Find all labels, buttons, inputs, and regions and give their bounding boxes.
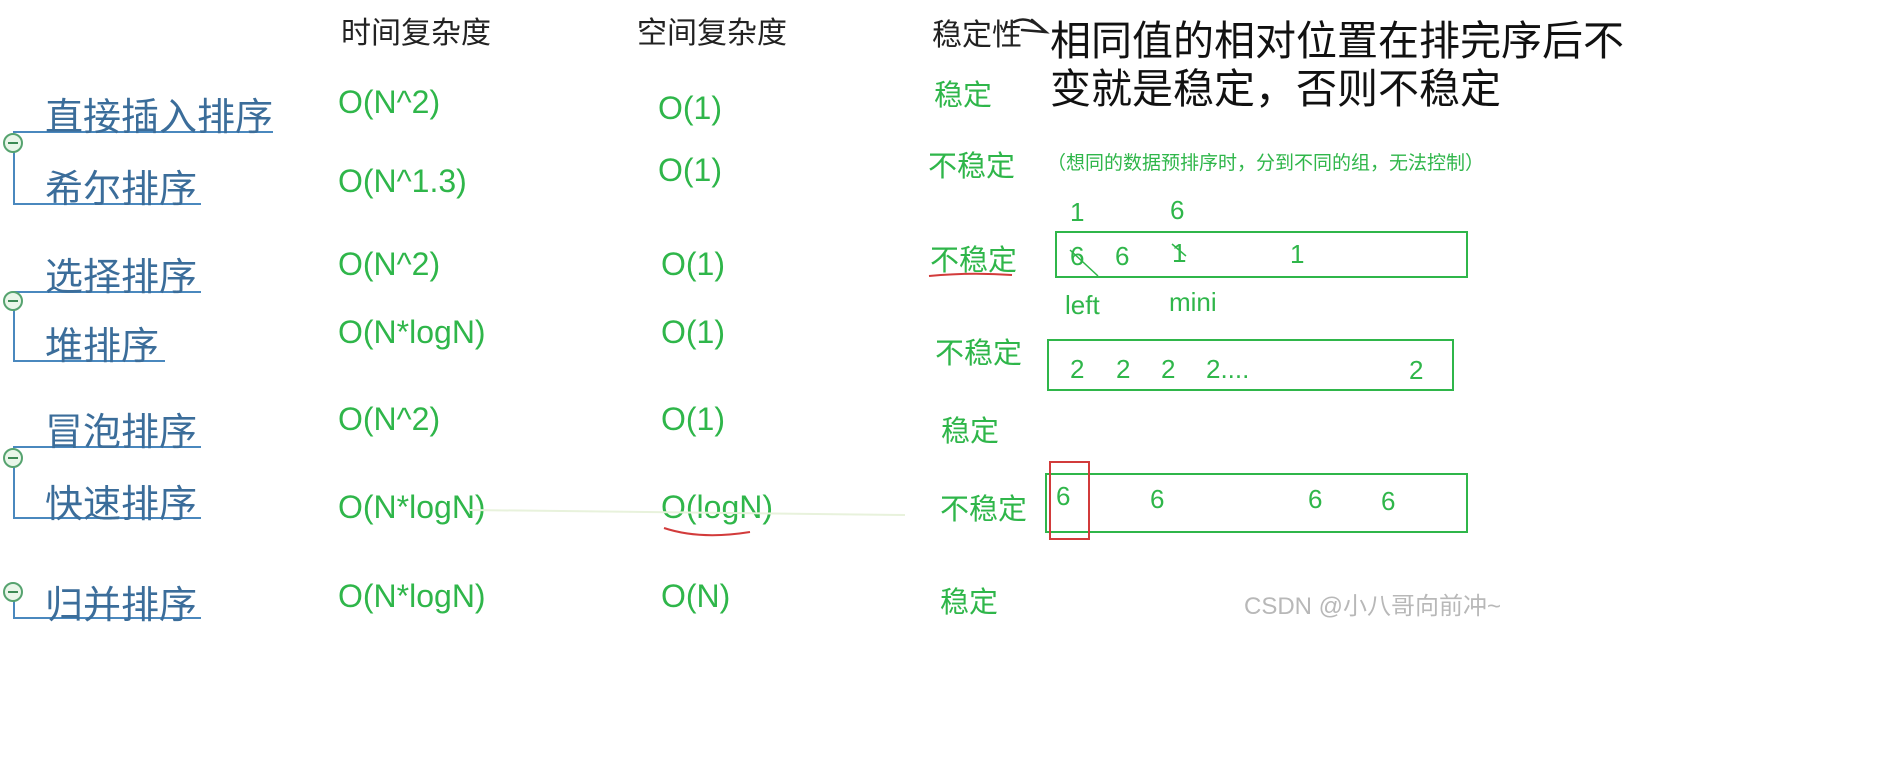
space-selection: O(1) — [661, 246, 725, 282]
time-quick: O(N*logN) — [338, 489, 486, 525]
algo-selection-sort: 选择排序 — [45, 255, 198, 299]
stability-definition-line1: 相同值的相对位置在排完序后不 — [1050, 17, 1624, 65]
header-stability: 稳定性 — [932, 18, 1022, 53]
stability-insertion: 稳定 — [934, 80, 993, 112]
red-underline — [928, 272, 1013, 277]
collapse-node-icon[interactable] — [3, 448, 23, 468]
algo-insertion-sort: 直接插入排序 — [45, 95, 274, 139]
collapse-node-icon[interactable] — [3, 582, 23, 602]
stability-bubble: 稳定 — [941, 416, 1000, 448]
selection-above-value: 1 — [1070, 197, 1085, 227]
swap-tick — [1069, 249, 1099, 277]
connector-line — [13, 131, 273, 133]
selection-above-value: 6 — [1170, 195, 1185, 225]
selection-cell: 1 — [1290, 239, 1305, 269]
time-heap: O(N*logN) — [338, 314, 486, 350]
time-merge: O(N*logN) — [338, 578, 486, 614]
handwritten-arrow-icon — [1012, 18, 1050, 34]
csdn-watermark: CSDN @小八哥向前冲~ — [1244, 593, 1502, 620]
algo-shell-sort: 希尔排序 — [45, 167, 198, 211]
heap-cell: 2 — [1409, 355, 1424, 385]
quick-cell: 6 — [1381, 486, 1396, 516]
connector-line — [13, 446, 201, 448]
heap-cell: 2.... — [1206, 354, 1250, 384]
quick-cell: 6 — [1308, 484, 1323, 514]
space-merge: O(N) — [661, 578, 731, 614]
heap-cell: 2 — [1070, 354, 1085, 384]
algo-quick-sort: 快速排序 — [45, 482, 198, 526]
connector-line — [13, 291, 201, 293]
pivot-highlight-box — [1049, 461, 1090, 540]
pointer-label-left: left — [1065, 290, 1100, 320]
connector-line — [13, 138, 15, 204]
pointer-label-mini: mini — [1169, 287, 1217, 317]
connector-line — [13, 452, 15, 518]
space-quick: O(logN) — [661, 489, 774, 525]
collapse-node-icon[interactable] — [3, 291, 23, 311]
stability-merge: 稳定 — [940, 587, 999, 619]
connector-line — [13, 517, 201, 519]
quick-cell: 6 — [1150, 484, 1165, 514]
shell-sort-note: （想同的数据预排序时，分到不同的组，无法控制） — [1047, 153, 1485, 174]
selection-cell: 6 — [1115, 241, 1130, 271]
space-shell: O(1) — [658, 152, 722, 188]
heap-cell: 2 — [1116, 354, 1131, 384]
space-insertion: O(1) — [658, 90, 722, 126]
header-space-complexity: 空间复杂度 — [637, 16, 787, 51]
stability-selection: 不稳定 — [930, 245, 1018, 277]
space-bubble: O(1) — [661, 401, 725, 437]
time-selection: O(N^2) — [338, 246, 441, 282]
collapse-node-icon[interactable] — [3, 133, 23, 153]
divider-line — [469, 509, 906, 516]
swap-tick — [1171, 243, 1187, 257]
red-underline — [663, 527, 751, 537]
stability-definition-line2: 变就是稳定，否则不稳定 — [1050, 65, 1501, 113]
quick-array-box — [1045, 473, 1468, 533]
connector-line — [13, 360, 165, 362]
connector-line — [13, 600, 15, 618]
connector-line — [13, 617, 201, 619]
heap-array-box — [1047, 339, 1454, 391]
stability-heap: 不稳定 — [935, 338, 1023, 370]
quick-cell: 6 — [1056, 481, 1071, 511]
selection-array-box — [1055, 231, 1468, 278]
header-time-complexity: 时间复杂度 — [341, 16, 491, 51]
algo-merge-sort: 归并排序 — [45, 583, 198, 627]
heap-cell: 2 — [1161, 354, 1176, 384]
stability-quick: 不稳定 — [940, 494, 1028, 526]
selection-cell: 1 — [1172, 238, 1187, 268]
connector-line — [13, 203, 201, 205]
algo-heap-sort: 堆排序 — [45, 324, 160, 368]
time-bubble: O(N^2) — [338, 401, 441, 437]
algo-bubble-sort: 冒泡排序 — [45, 410, 198, 454]
stability-shell: 不稳定 — [928, 151, 1016, 183]
space-heap: O(1) — [661, 314, 725, 350]
connector-line — [13, 296, 15, 361]
time-insertion: O(N^2) — [338, 84, 441, 120]
time-shell: O(N^1.3) — [338, 163, 467, 199]
